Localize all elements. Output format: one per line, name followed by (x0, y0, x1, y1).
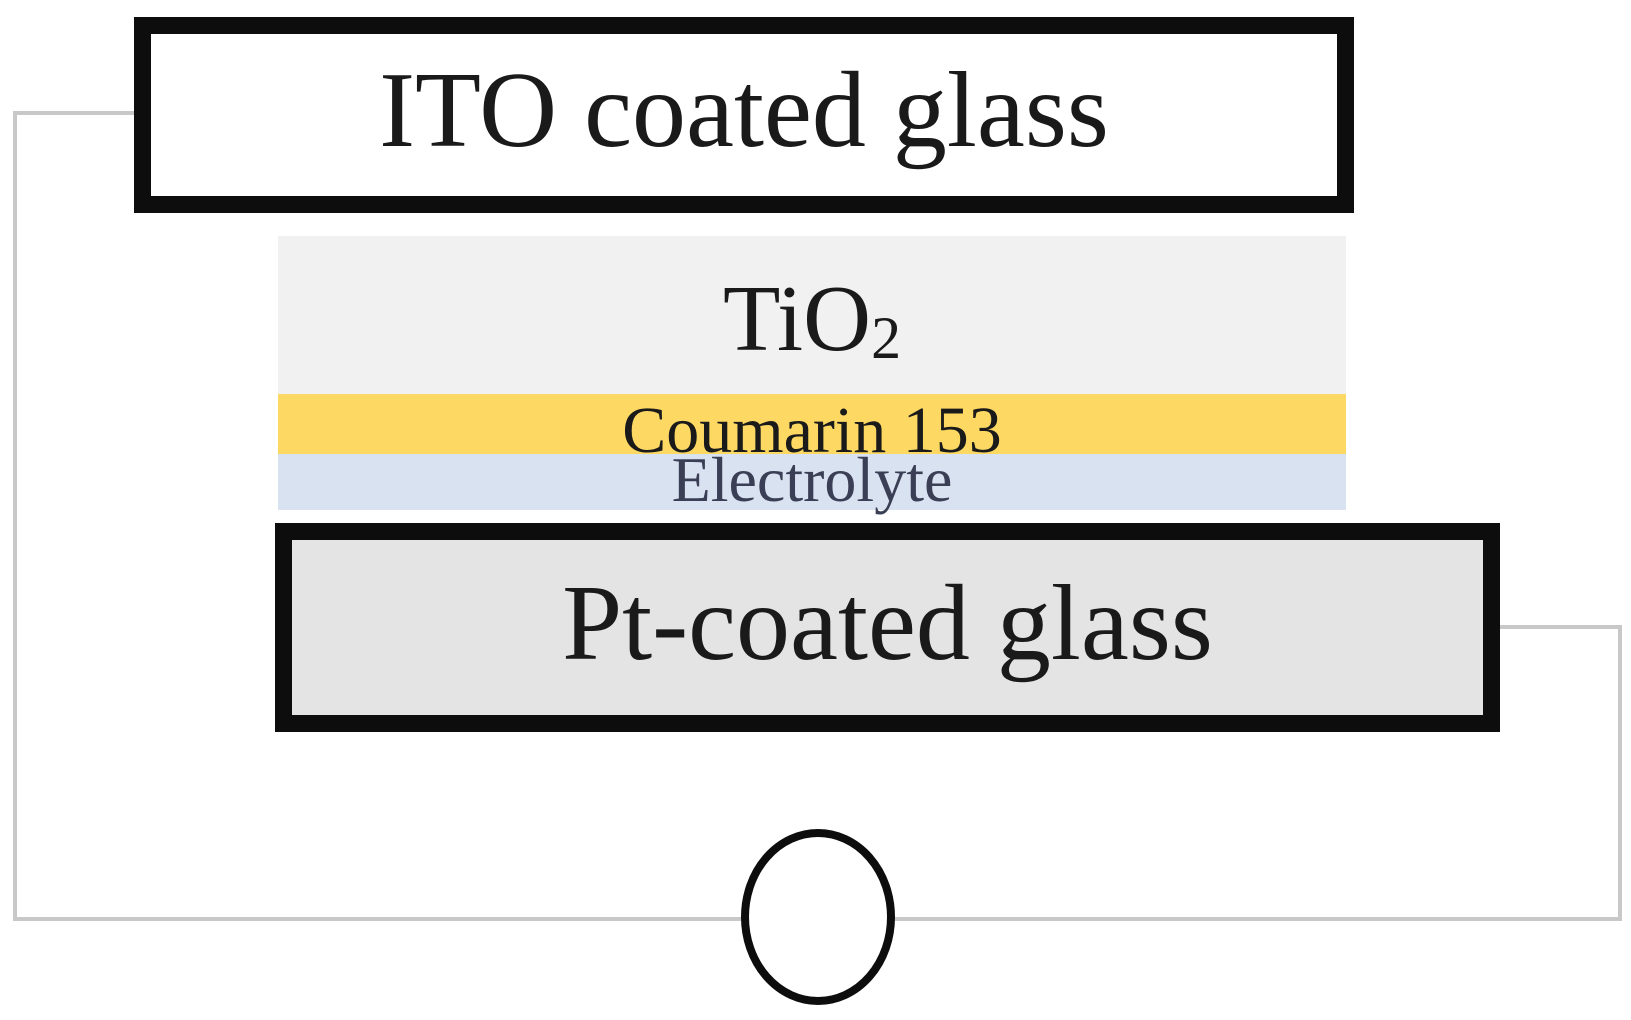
ito-coated-glass-layer: ITO coated glass (134, 17, 1354, 213)
tio2-layer: TiO2 (278, 236, 1346, 394)
pt-coated-glass-label: Pt-coated glass (562, 563, 1213, 683)
electrolyte-layer: Electrolyte (278, 448, 1346, 512)
load-circle-icon (741, 829, 895, 1005)
left-wire (13, 111, 744, 921)
coumarin-153-label: Coumarin 153 (622, 394, 1002, 467)
tio2-label-base: TiO (722, 267, 872, 371)
tio2-label-subscript: 2 (871, 305, 902, 371)
pt-coated-glass-layer: Pt-coated glass (275, 523, 1500, 732)
electrolyte-label: Electrolyte (671, 444, 953, 515)
right-wire (891, 625, 1622, 921)
ito-coated-glass-label: ITO coated glass (379, 51, 1109, 170)
tio2-label: TiO2 (723, 265, 901, 373)
coumarin-153-layer: Coumarin 153 (278, 394, 1346, 464)
